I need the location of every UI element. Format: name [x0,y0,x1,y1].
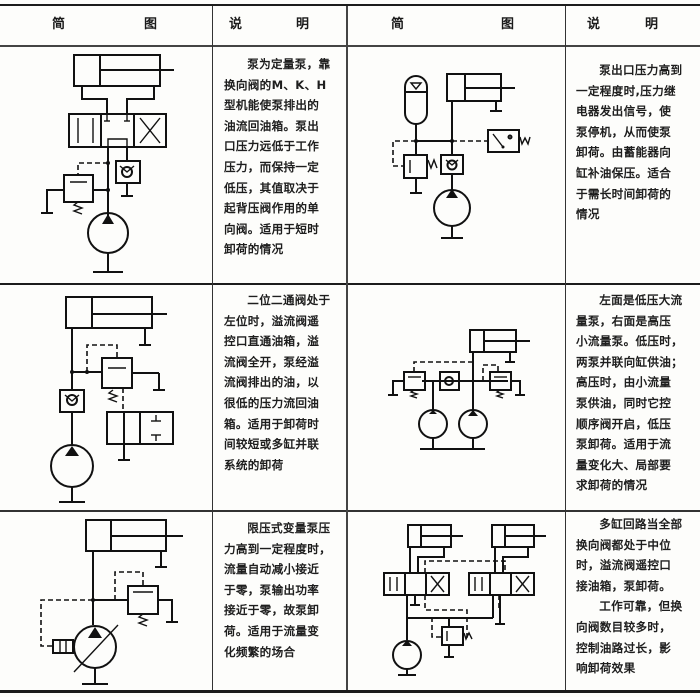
table-bottom-rule [0,690,700,693]
cylinder-icon [491,524,546,548]
header-left-desc: 说 明 [212,8,346,36]
check-valve-icon [115,160,141,197]
pump-icon [392,640,422,676]
header-char: 说 [587,16,601,32]
pump-icon [50,444,94,503]
cylinder-icon [407,524,463,548]
sequence-valve-icon [388,371,426,399]
relief-valve-icon [41,174,108,215]
row1-bottom-rule [0,283,700,285]
cylinder-icon [85,519,183,568]
col-divider-3 [565,6,566,690]
variable-pump-icon [73,624,119,685]
check-valve-icon [440,154,464,175]
pump-icon [418,409,448,439]
check-valve-icon [439,371,460,391]
diagram-multi-cylinder-unloading [383,524,546,676]
row2-bottom-rule [0,510,700,512]
diagram-mkh-valve-unloading [41,54,174,258]
row2-right-description: 左面是低压大流 量泵，右面是高压 小流量泵。低压时， 两泵并联向缸供油； 高压时… [576,293,684,493]
col-divider-1 [212,6,213,690]
table-top-rule [0,4,700,6]
diagram-mkh-tank [93,255,123,273]
cylinder-icon [469,329,530,363]
pump-icon [458,409,488,439]
relief-valve-icon [441,626,473,658]
header-right-diagram: 简 图 [346,8,565,36]
directional-valve-icon [468,572,535,596]
header-char: 说 [229,16,243,32]
header-char: 明 [645,16,659,32]
header-bottom-rule [0,45,700,47]
header-char: 图 [501,16,515,32]
cylinder-icon [65,296,167,346]
header-left-diagram: 简 图 [0,8,212,36]
diagram-vent-relief-unloading [50,296,174,503]
relief-valve-icon [127,585,178,627]
directional-valve-icon [68,113,167,148]
row1-left-description: 泵为定量泵，靠 换向阀的M、K、H 型机能使泵排出的 油流回油箱。泵出 口压力远… [224,57,331,257]
cylinder-icon [446,73,515,112]
directional-valve-icon [383,572,450,596]
check-valve-icon [59,389,85,413]
pump-icon [433,189,471,239]
control-piston-icon [52,639,74,654]
diagram-dual-pump-unloading [388,329,530,450]
pump-icon [87,212,129,258]
two-way-valve-icon [106,411,174,461]
relief-valve-icon [101,357,165,403]
accumulator-icon [404,75,428,155]
row3-left-description: 限压式变量泵压 力高到一定程度时， 流量自动减小接近 于零，泵输出功率 接近于零… [224,521,332,659]
relief-valve-icon [489,371,525,399]
diagram-variable-pump-unloading [40,519,183,685]
header-char: 图 [144,16,158,32]
row2-left-description: 二位二通阀处于 左位时，溢流阀遥 控口直通油箱，溢 流阀全开，泵经溢 流阀排出的… [224,293,331,472]
pressure-relay-icon [487,129,531,153]
unloading-valve-icon [403,154,438,194]
header-char: 简 [391,16,405,32]
col-divider-mid [346,6,348,690]
header-char: 明 [296,16,310,32]
row1-right-description: 泵出口压力高到 一定程度时,压力继 电器发出信号，使 泵停机，从而使泵 卸荷。由… [576,63,683,222]
cylinder-icon [73,54,174,87]
header-right-desc: 说 明 [565,8,700,36]
row3-right-description: 多缸回路当全部 换向阀都处于中位 时，溢流阀遥控口 接油箱，泵卸荷。 工作可靠，… [576,517,683,676]
diagram-pressure-relay-unloading [392,73,531,239]
header-char: 简 [52,16,66,32]
